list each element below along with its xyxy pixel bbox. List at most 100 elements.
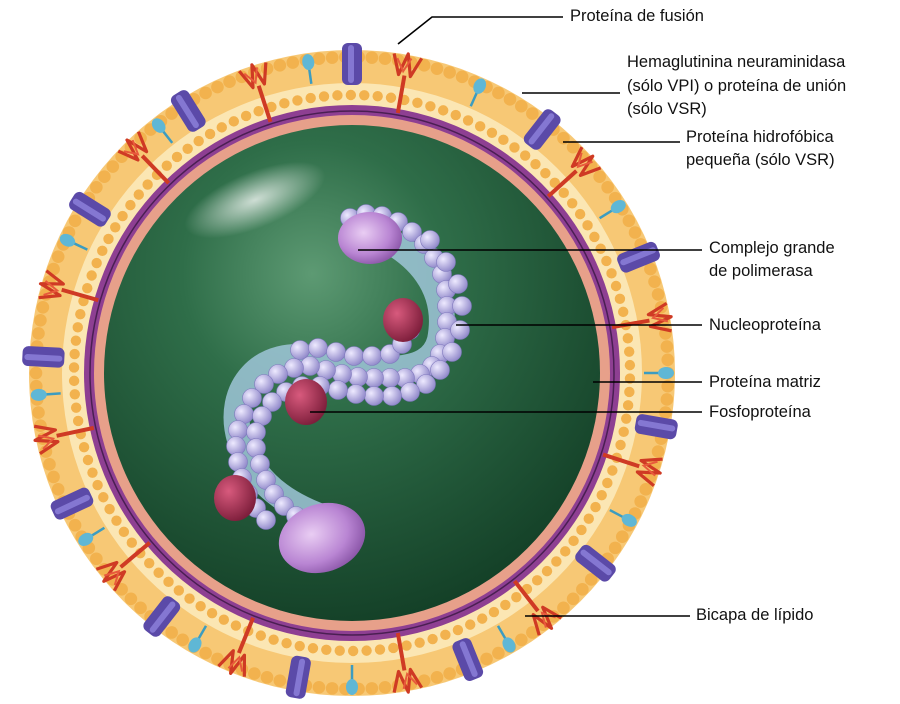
lipid-head [366, 682, 379, 695]
lipid-head-inner [69, 362, 79, 372]
lipid-head [623, 214, 636, 227]
lipid-head-inner [75, 309, 85, 319]
nucleoprotein-bead [329, 381, 348, 400]
lipid-head [480, 653, 493, 666]
lipid-head-inner [292, 95, 302, 105]
lipid-head [609, 542, 622, 555]
lipid-head-inner [193, 136, 203, 146]
lipid-head [98, 170, 111, 183]
lipid-head-inner [256, 630, 266, 640]
lipid-head-inner [542, 566, 552, 576]
lipid-head [661, 353, 674, 366]
lipid-head-inner [520, 150, 530, 160]
lipid-head-inner [611, 281, 621, 291]
lipid-head-inner [92, 480, 102, 490]
lipid-head-inner [623, 400, 633, 410]
nucleoprotein-bead [327, 343, 346, 362]
lipid-head-inner [241, 111, 251, 121]
lipid-head-inner [321, 645, 331, 655]
lipid-head-inner [532, 575, 542, 585]
lipid-head [634, 495, 647, 508]
lipid-head-inner [332, 90, 342, 100]
label-polymerase-line1: Complejo grande [709, 238, 835, 259]
lipid-head [134, 602, 147, 615]
lipid-head [176, 634, 189, 647]
lipid-head-inner [540, 168, 550, 178]
label-fusion-protein: Proteína de fusión [570, 6, 704, 27]
nucleoprotein-bead [257, 511, 276, 530]
lipid-head-inner [509, 142, 519, 152]
lipid-head-inner [142, 179, 152, 189]
label-hn-line1: Hemaglutinina neuraminidasa [627, 52, 845, 73]
lipid-head-inner [453, 625, 463, 635]
label-phosphoprotein: Fosfoproteína [709, 402, 811, 423]
nucleoprotein-bead [443, 343, 462, 362]
lipid-head-inner [615, 294, 625, 304]
lipid-head [661, 393, 674, 406]
lipid-head-inner [268, 635, 278, 645]
lipid-head [492, 87, 505, 100]
lipid-head-inner [319, 91, 329, 101]
lipid-head [593, 170, 606, 183]
lipid-head [43, 458, 56, 471]
lipid-head [223, 75, 236, 88]
lipid-head-inner [69, 349, 79, 359]
lipid-head-inner [70, 389, 80, 399]
sh-head [658, 367, 674, 379]
lipid-head [456, 71, 469, 84]
lipid-head-inner [87, 467, 97, 477]
sh-stem [45, 393, 61, 394]
lipid-head [443, 667, 456, 680]
lipid-head-inner [567, 198, 577, 208]
lipid-head-inner [412, 98, 422, 108]
lipid-head [515, 100, 528, 113]
lipid-head-inner [375, 644, 385, 654]
lipid-head-inner [71, 402, 81, 412]
lipid-head-inner [427, 634, 437, 644]
nucleoprotein-bead [401, 383, 420, 402]
lipid-head-inner [111, 515, 121, 525]
nucleoprotein-bead [453, 297, 472, 316]
lipid-head-inner [386, 93, 396, 103]
lipid-head-inner [83, 455, 93, 465]
lipid-head-inner [217, 122, 227, 132]
lipid-head-inner [597, 490, 607, 500]
lipid-head-inner [511, 592, 521, 602]
lipid-head [69, 519, 82, 532]
leader-fusion [398, 17, 563, 44]
lipid-head-inner [500, 600, 510, 610]
nucleoprotein-bead [291, 341, 310, 360]
lipid-head-inner [97, 246, 107, 256]
lipid-head [274, 674, 287, 687]
lipid-head-inner [295, 641, 305, 651]
lipid-head [69, 214, 82, 227]
lipid-head-inner [595, 244, 605, 254]
lipid-head-inner [184, 593, 194, 603]
lipid-head [165, 626, 178, 639]
lipid-head-inner [438, 105, 448, 115]
lipid-head [652, 445, 665, 458]
lipid-head-inner [91, 258, 101, 268]
lipid-head-inner [205, 129, 215, 139]
lipid-head [326, 682, 339, 695]
lipid-head [431, 671, 444, 684]
lipid-head-inner [618, 307, 628, 317]
lipid-head-inner [305, 93, 315, 103]
lipid-head [526, 107, 539, 120]
lipid-head-inner [463, 115, 473, 125]
lipid-head-inner [615, 440, 625, 450]
lipid-head-inner [425, 101, 435, 111]
lipid-head [199, 87, 212, 100]
lipid-head-inner [477, 613, 487, 623]
lipid-head [601, 181, 614, 194]
lipid-head-inner [182, 144, 192, 154]
lipid-head [504, 93, 517, 106]
lipid-head-inner [475, 121, 485, 131]
lipid-head-inner [401, 640, 411, 650]
lipid-head-inner [584, 513, 594, 523]
nucleoprotein-bead [451, 321, 470, 340]
lipid-head [379, 52, 392, 65]
lipid-head-inner [144, 558, 154, 568]
lipid-head-inner [134, 189, 144, 199]
